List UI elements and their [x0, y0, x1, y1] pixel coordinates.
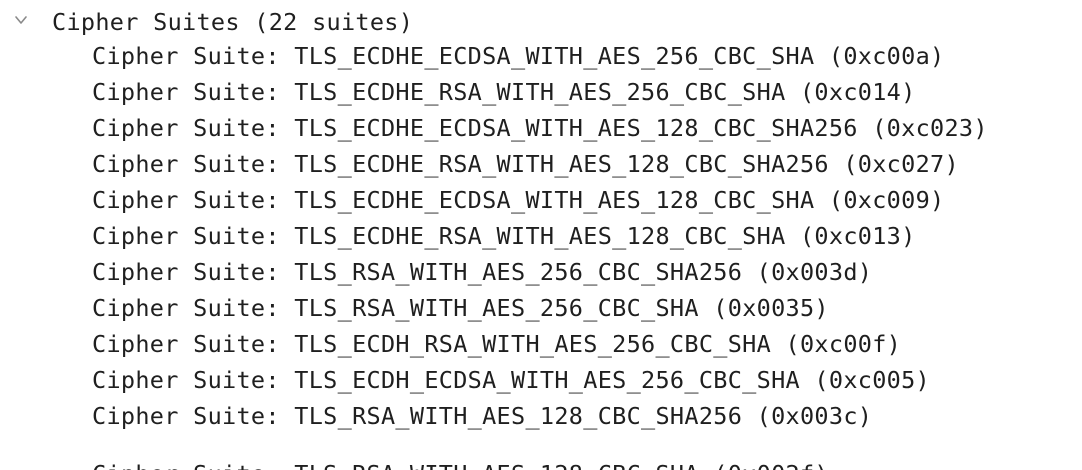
cipher-suite-row[interactable]: Cipher Suite: TLS_RSA_WITH_AES_256_CBC_S… [0, 290, 1082, 326]
cipher-suite-code: (0xc009) [828, 186, 945, 214]
cipher-suite-label: Cipher Suite: [92, 186, 295, 214]
cipher-suite-row[interactable]: Cipher Suite: TLS_RSA_WITH_AES_128_CBC_S… [0, 434, 1082, 470]
cipher-suite-row[interactable]: Cipher Suite: TLS_ECDHE_RSA_WITH_AES_256… [0, 74, 1082, 110]
cipher-suite-row[interactable]: Cipher Suite: TLS_RSA_WITH_AES_128_CBC_S… [0, 398, 1082, 434]
cipher-suite-code: (0x0035) [713, 294, 829, 322]
cipher-suite-label: Cipher Suite: [92, 258, 295, 286]
cipher-suite-name: TLS_ECDH_ECDSA_WITH_AES_256_CBC_SHA [294, 366, 800, 394]
cipher-suite-code: (0xc005) [814, 366, 931, 394]
cipher-suite-label: Cipher Suite: [92, 78, 295, 106]
cipher-suite-code: (0xc023) [872, 114, 988, 142]
cipher-suite-name: TLS_RSA_WITH_AES_128_CBC_SHA256 [294, 402, 743, 430]
cipher-suite-name: TLS_ECDHE_RSA_WITH_AES_256_CBC_SHA [294, 78, 786, 106]
cipher-suite-label: Cipher Suite: [92, 330, 295, 358]
cipher-suite-code: (0xc014) [799, 78, 916, 106]
cipher-suites-node[interactable]: Cipher Suites (22 suites) [0, 2, 1082, 38]
cipher-suite-name: TLS_ECDHE_ECDSA_WITH_AES_128_CBC_SHA [294, 186, 815, 214]
cipher-suite-row[interactable]: Cipher Suite: TLS_ECDHE_ECDSA_WITH_AES_2… [0, 38, 1082, 74]
cipher-suite-row[interactable]: Cipher Suite: TLS_ECDHE_RSA_WITH_AES_128… [0, 146, 1082, 182]
cipher-suite-name: TLS_RSA_WITH_AES_256_CBC_SHA256 [294, 258, 743, 286]
cipher-suite-row[interactable]: Cipher Suite: TLS_ECDH_ECDSA_WITH_AES_25… [0, 362, 1082, 398]
chevron-down-icon[interactable] [13, 12, 29, 28]
cipher-suite-label: Cipher Suite: [92, 366, 295, 394]
cipher-suite-name: TLS_RSA_WITH_AES_128_CBC_SHA [294, 460, 699, 470]
cipher-suite-name: TLS_ECDHE_RSA_WITH_AES_128_CBC_SHA [294, 222, 786, 250]
cipher-suite-label: Cipher Suite: [92, 402, 295, 430]
cipher-suite-name: TLS_RSA_WITH_AES_256_CBC_SHA [294, 294, 699, 322]
cipher-suite-code: (0x003c) [756, 402, 873, 430]
cipher-suite-label: Cipher Suite: [92, 294, 295, 322]
cipher-suite-row[interactable]: Cipher Suite: TLS_RSA_WITH_AES_256_CBC_S… [0, 254, 1082, 290]
cipher-suite-label: Cipher Suite: [92, 222, 295, 250]
cipher-suite-name: TLS_ECDHE_ECDSA_WITH_AES_256_CBC_SHA [294, 42, 815, 70]
cipher-suite-code: (0xc00a) [828, 42, 945, 70]
cipher-suite-code: (0xc00f) [785, 330, 902, 358]
cipher-suite-code: (0x003d) [756, 258, 873, 286]
cipher-suite-list: Cipher Suite: TLS_ECDHE_ECDSA_WITH_AES_2… [0, 38, 1082, 470]
cipher-suite-label: Cipher Suite: [92, 42, 295, 70]
cipher-suite-label: Cipher Suite: [92, 150, 295, 178]
cipher-suites-title: Cipher Suites (22 suites) [52, 8, 414, 36]
cipher-suite-name: TLS_ECDHE_ECDSA_WITH_AES_128_CBC_SHA256 [294, 114, 858, 142]
cipher-suite-code: (0xc013) [799, 222, 916, 250]
cipher-suite-row[interactable]: Cipher Suite: TLS_ECDHE_RSA_WITH_AES_128… [0, 218, 1082, 254]
cipher-suite-row[interactable]: Cipher Suite: TLS_ECDH_RSA_WITH_AES_256_… [0, 326, 1082, 362]
cipher-suite-code: (0xc027) [843, 150, 959, 178]
cipher-suite-name: TLS_ECDHE_RSA_WITH_AES_128_CBC_SHA256 [294, 150, 829, 178]
cipher-suite-label: Cipher Suite: [92, 114, 295, 142]
cipher-suite-code: (0x002f) [713, 460, 829, 470]
cipher-suite-row[interactable]: Cipher Suite: TLS_ECDHE_ECDSA_WITH_AES_1… [0, 182, 1082, 218]
cipher-suite-name: TLS_ECDH_RSA_WITH_AES_256_CBC_SHA [294, 330, 772, 358]
cipher-suite-row[interactable]: Cipher Suite: TLS_ECDHE_ECDSA_WITH_AES_1… [0, 110, 1082, 146]
cipher-suite-label: Cipher Suite: [92, 460, 294, 470]
